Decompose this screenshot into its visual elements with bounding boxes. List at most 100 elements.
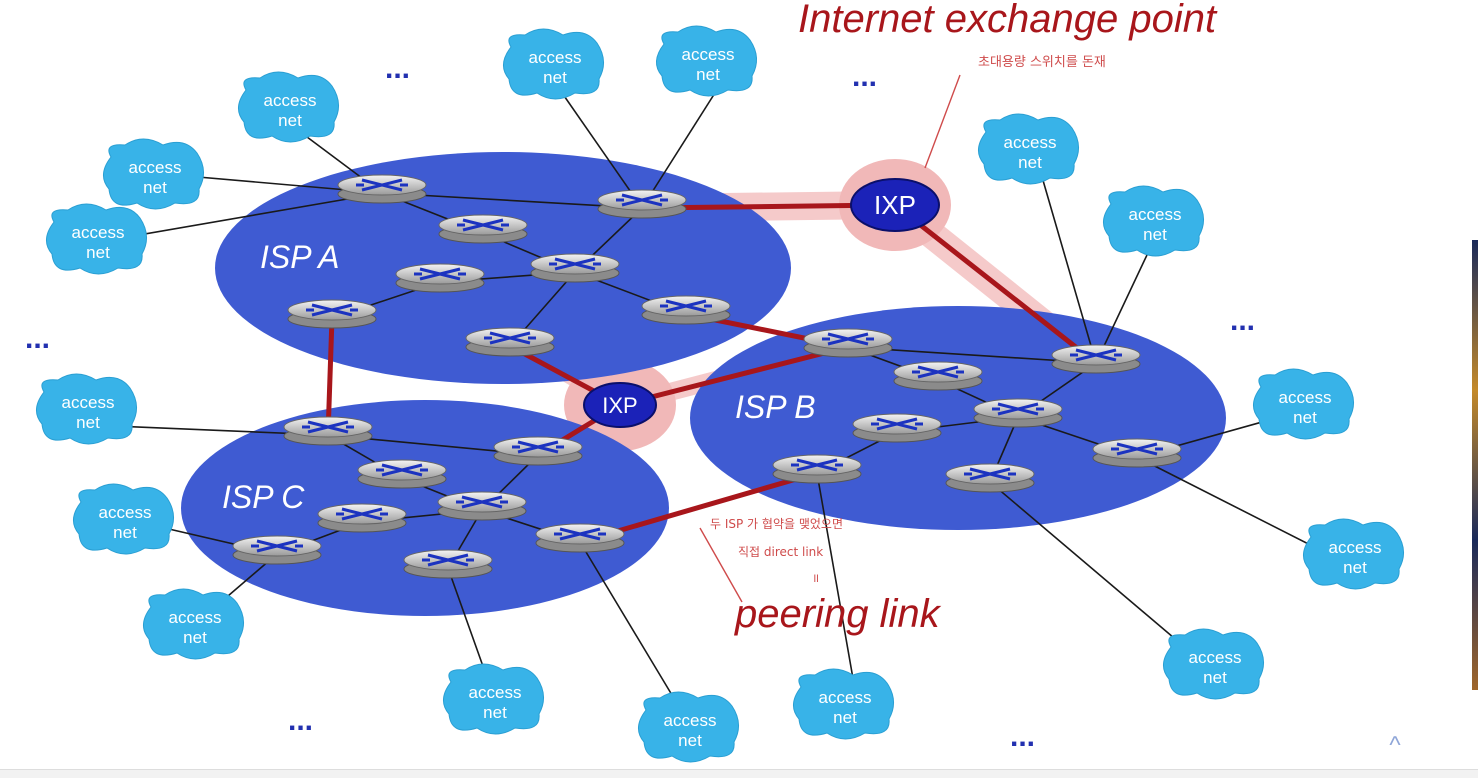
router-icon: [803, 328, 893, 358]
router-icon: [641, 295, 731, 325]
router-icon: [535, 523, 625, 553]
isp-a-to-isp-c-link: [325, 315, 335, 438]
access-net-label-line-1: access: [469, 683, 522, 702]
peering-link-annotation: peering link: [734, 592, 942, 636]
ellipsis-left: ...: [25, 322, 50, 355]
annotations: Internet exchange point 초대용량 스위치를 돈재 pee…: [710, 0, 1218, 636]
router-icon: [283, 416, 373, 446]
router-icon: [287, 299, 377, 329]
isp-a-label: ISP A: [260, 239, 339, 275]
ixp-nodes: IXP IXP: [583, 178, 940, 428]
access-net-label-line-2: net: [278, 111, 302, 130]
mid-ixp-to-isp-b-link: [617, 344, 851, 408]
access-net-label-line-1: access: [529, 48, 582, 67]
access-net-label-line-1: access: [1279, 388, 1332, 407]
peering-note-line-2: 직접 direct link: [738, 545, 823, 559]
access-net-label-line-2: net: [483, 703, 507, 722]
access-net-label-line-2: net: [143, 178, 167, 197]
isp-labels: ISP A ISP B ISP C: [222, 239, 816, 515]
router-icon: [493, 436, 583, 466]
router-icon: [317, 503, 407, 533]
access-net-label-line-2: net: [1343, 558, 1367, 577]
router-icon: [973, 398, 1063, 428]
ixp-note-annotation: 초대용량 스위치를 돈재: [978, 55, 1106, 70]
access-net-label-line-2: net: [1203, 668, 1227, 687]
peering-note-line-1: 두 ISP 가 협약을 맺었으면: [710, 516, 843, 531]
access-net-label-line-1: access: [1129, 205, 1182, 224]
router-icon: [1051, 344, 1141, 374]
access-net-label-line-1: access: [1329, 538, 1382, 557]
access-net-label-line-1: access: [169, 608, 222, 627]
router-icon: [232, 535, 322, 565]
chevron-up-icon[interactable]: ^: [1389, 732, 1401, 759]
access-net-label-line-2: net: [696, 65, 720, 84]
ellipsis-top-middle: ...: [852, 60, 877, 93]
bottom-edge-bar: [0, 769, 1478, 778]
router-icon: [945, 463, 1035, 493]
ixp-title-annotation: Internet exchange point: [798, 0, 1218, 41]
access-net-label-line-1: access: [664, 711, 717, 730]
access-net-label-line-1: access: [62, 393, 115, 412]
router-icon: [357, 459, 447, 489]
router-icon: [403, 549, 493, 579]
access-net-label-line-2: net: [833, 708, 857, 727]
isp-c-label: ISP C: [222, 479, 305, 515]
access-net-label-line-2: net: [86, 243, 110, 262]
routers: [232, 174, 1182, 579]
background-window-strip: [1472, 240, 1478, 690]
router-icon: [438, 214, 528, 244]
router-icon: [772, 454, 862, 484]
annotation-leaders: [699, 74, 961, 603]
router-icon: [437, 491, 527, 521]
access-net-label-line-1: access: [72, 223, 125, 242]
router-icon: [1092, 438, 1182, 468]
top-ixp-node: [850, 178, 940, 232]
access-net-label-line-1: access: [819, 688, 872, 707]
access-net-label-line-2: net: [1143, 225, 1167, 244]
ellipsis-marks: ... ... ... ... ... ...: [25, 52, 1255, 753]
ellipsis-right: ...: [1230, 304, 1255, 337]
access-net-label-line-1: access: [682, 45, 735, 64]
access-net-label-line-2: net: [678, 731, 702, 750]
router-icon: [465, 327, 555, 357]
access-net-label-line-2: net: [76, 413, 100, 432]
access-net-label-line-2: net: [543, 68, 567, 87]
access-net-label-line-1: access: [99, 503, 152, 522]
access-net-label-line-1: access: [1189, 648, 1242, 667]
access-net-label-line-1: access: [1004, 133, 1057, 152]
top-ixp-to-isp-b-link: [892, 202, 1099, 366]
access-net-label-line-2: net: [113, 523, 137, 542]
peering-leader-line: [699, 527, 743, 603]
ellipsis-top-left: ...: [385, 52, 410, 85]
mid-ixp-node: [583, 382, 657, 428]
router-icon: [337, 174, 427, 204]
title-leader-line: [924, 74, 961, 169]
access-net-label-line-2: net: [183, 628, 207, 647]
router-icon: [530, 253, 620, 283]
access-net-label-line-1: access: [264, 91, 317, 110]
access-net-label-line-2: net: [1293, 408, 1317, 427]
router-icon: [395, 263, 485, 293]
access-net-label-line-1: access: [129, 158, 182, 177]
router-icon: [597, 189, 687, 219]
ellipsis-bottom-left: ...: [288, 704, 313, 737]
mid-ixp-label: IXP: [602, 393, 637, 418]
top-ixp-label: IXP: [874, 190, 916, 220]
